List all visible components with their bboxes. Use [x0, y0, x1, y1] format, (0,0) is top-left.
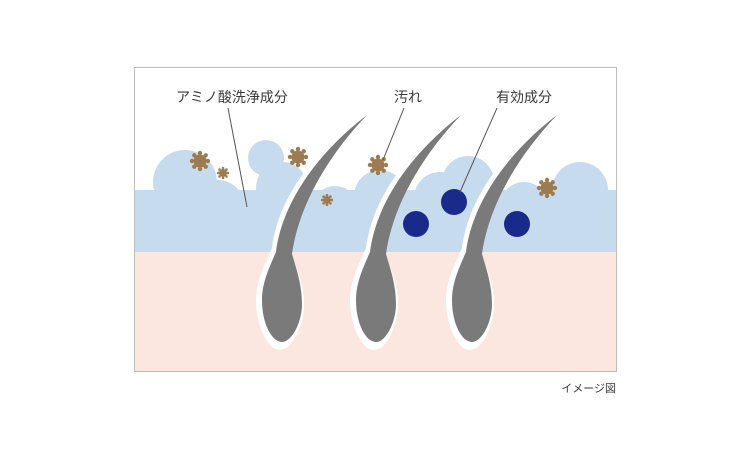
label-active-ingredient: 有効成分 [496, 90, 552, 106]
spiky-dirt-particle-icon [320, 193, 334, 207]
hair-strand-1 [256, 115, 367, 350]
label-dirt: 汚れ [394, 90, 422, 106]
spiky-dirt-particle-icon [189, 150, 211, 172]
hair-strand-icon [262, 115, 367, 342]
spiky-dirt-particle-icon [536, 177, 558, 199]
spiky-dirt-particle-icon [367, 154, 389, 176]
leader-line-active [459, 107, 498, 193]
foam-layer [134, 140, 617, 252]
active-ingredient-dot-icon [504, 211, 530, 237]
spiky-dirt-particle-icon [287, 146, 309, 168]
active-ingredient-dot-icon [441, 189, 467, 215]
leader-line-amino [227, 107, 248, 208]
leader-line-dirt [382, 107, 405, 161]
spiky-dirt-particle-icon [216, 166, 230, 180]
hair-strand-3 [446, 115, 557, 350]
label-amino-cleanser: アミノ酸洗浄成分 [176, 90, 288, 106]
diagram-frame [134, 67, 617, 372]
hair-strand-icon [452, 115, 557, 342]
active-ingredient-dot-icon [403, 211, 429, 237]
hair-strand-2 [350, 115, 461, 350]
hair-strand-icon [356, 115, 461, 342]
image-caption: イメージ図 [561, 382, 616, 395]
